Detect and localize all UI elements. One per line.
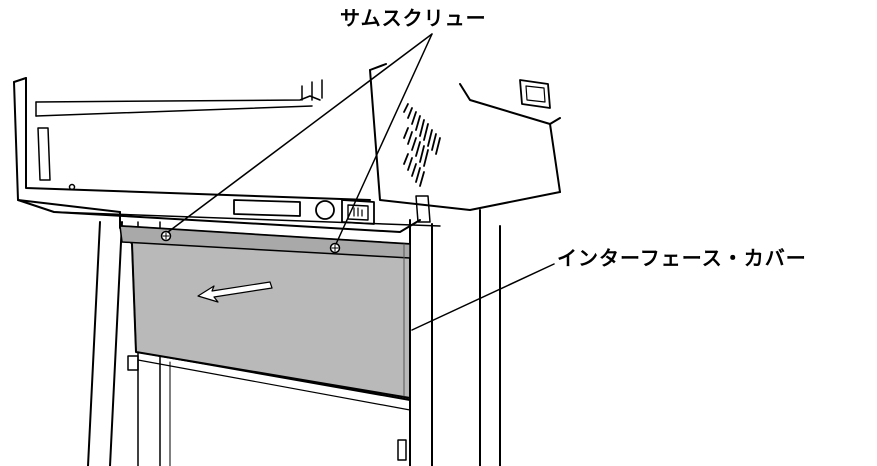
power-inlet <box>341 199 375 225</box>
left-connector <box>37 127 51 181</box>
interface-cover <box>119 225 411 399</box>
bottom-latch <box>397 439 407 461</box>
arrow-left-down-icon <box>197 281 273 303</box>
leader-thumbscrew-right <box>335 33 433 245</box>
rear-ports <box>233 199 375 225</box>
interface-cover-label: インターフェース・カバー <box>557 246 807 270</box>
printer-body <box>13 63 561 233</box>
thumbscrew-label: サムスクリュー <box>340 6 487 30</box>
vent-grille <box>403 103 441 187</box>
leader-thumbscrew-left <box>167 33 433 233</box>
left-latch <box>127 355 139 371</box>
leader-interface-cover <box>411 263 555 331</box>
port-slot <box>233 199 301 217</box>
power-switch <box>519 79 551 109</box>
thumbscrew-icon <box>160 230 341 254</box>
round-port <box>315 200 335 220</box>
leader-lines <box>167 33 555 331</box>
right-bracket <box>415 195 431 223</box>
